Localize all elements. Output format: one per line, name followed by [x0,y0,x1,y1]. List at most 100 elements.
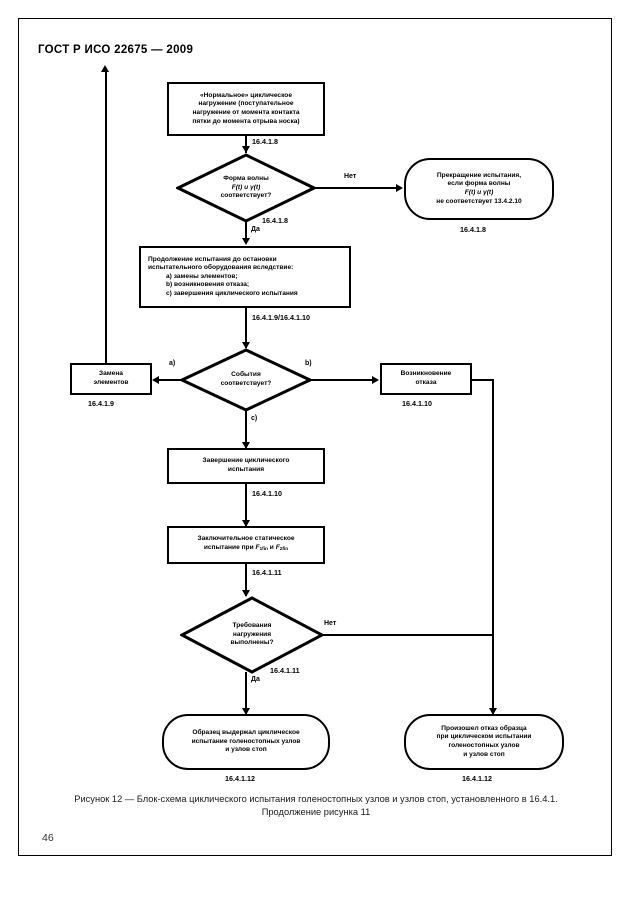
edge-label-yes-loading: Да [251,676,260,683]
node-line: элементов [93,379,129,386]
node-line: если форма волны [447,180,511,188]
connector-2 [245,308,247,348]
ref-label-cyclic-test-complete: 16.4.1.10 [252,489,282,498]
node-line: отказа [415,379,437,386]
node-waveform-check[interactable]: Форма волны F(t) и γ(t) соответствует? [176,153,316,223]
branch-yes-arrow-icon [242,238,250,245]
node-specimen-passed[interactable]: Образец выдержал циклическое испытание г… [162,714,330,770]
node-line: соответствует? [220,380,272,387]
edge-label-b: b) [305,360,312,367]
ref-label-specimen-failed: 16.4.1.12 [462,774,492,783]
ref-label-specimen-passed: 16.4.1.12 [225,774,255,783]
node-line: Завершение циклического [202,457,290,465]
connector-3-arrow-icon [242,520,250,527]
ref-label-continue-test: 16.4.1.9/16.4.1.10 [252,313,310,322]
feedback-arrow-up-icon [101,65,109,72]
formula-symbol-1: F [255,543,260,551]
node-test-termination[interactable]: Прекращение испытания, если форма волны … [404,158,554,220]
connector-1 [245,136,247,153]
node-line: Форма волны [223,175,269,183]
diamond-shape [180,596,324,674]
edge-label-c: c) [251,415,258,422]
failure-route-h [470,379,494,381]
node-line: Произошел отказ образца [441,724,527,732]
node-failure-occurred[interactable]: Возникновение отказа [380,363,472,395]
node-final-static-test[interactable]: Заключительное статическое испытание при… [167,526,325,564]
node-line-formula: F(t) и γ(t) [464,189,494,196]
node-line: голеностопных узлов [448,742,520,749]
feedback-line-vertical [105,72,107,380]
formula-sub-2: 2fin [279,547,289,553]
edge-label-yes-waveform: Да [251,226,260,233]
figure-caption: Рисунок 12 — Блок-схема циклического исп… [36,793,596,819]
node-line: События [231,371,261,379]
failure-route-arrow-icon [489,708,497,715]
page-frame [18,18,612,856]
node-list-item: b) возникновения отказа; [166,281,250,289]
connector-4-arrow-icon [242,590,250,597]
node-line: при циклическом испытании [436,733,532,741]
formula-conj: и [267,543,276,551]
formula-prefix: испытание при [203,543,256,551]
branch-yes-line-waveform [245,221,247,243]
formula-symbol-2: F [275,543,280,551]
connector-2-arrow-icon [242,342,250,349]
node-loading-requirements[interactable]: Требования нагружения выполнены? [180,596,324,674]
node-replace-components[interactable]: Замена элементов [70,363,152,395]
edge-label-a: a) [169,360,176,367]
node-line: испытательного оборудования вследствие: [148,264,294,272]
node-line: Заключительное статическое [197,535,295,543]
branch-b-arrow-icon [372,376,379,384]
node-line: нагружение от момента контакта [192,109,300,116]
node-line: испытания [227,466,265,473]
node-line-formula: испытание при F1fin и F2fin [197,544,294,555]
connector-4 [245,564,247,596]
ref-label-final-static-test: 16.4.1.11 [252,568,282,577]
page-number: 46 [42,832,54,844]
ref-label-loading-requirements: 16.4.1.11 [270,666,300,675]
node-label: События соответствует? [196,348,296,412]
node-line: выполнены? [230,639,274,647]
standard-header: ГОСТ Р ИСО 22675 — 2009 [38,44,194,56]
branch-no-arrow-icon [396,184,403,192]
branch-c-arrow-icon [242,442,250,449]
node-normal-cyclic-loading[interactable]: «Нормальное» циклическое нагружение (пос… [167,82,325,136]
node-line: нагружения [232,630,272,638]
node-line: Замена [98,370,123,378]
connector-1-arrow-icon [242,146,250,153]
node-line: Прекращение испытания, [436,171,522,179]
ref-label-test-termination: 16.4.1.8 [460,225,486,234]
node-cyclic-test-complete[interactable]: Завершение циклического испытания [167,448,325,484]
branch-c-line [245,410,247,448]
node-continue-test[interactable]: Продолжение испытания до остановки испыт… [139,246,351,308]
node-line: Возникновение [400,370,452,378]
node-label: Требования нагружения выполнены? [197,596,306,674]
node-line: не соответствует 13.4.2.10 [436,197,522,205]
failure-route-v [492,379,494,714]
branch-b-line [310,379,376,381]
node-line: и узлов стоп [225,746,267,754]
branch-no-line-waveform [314,187,400,189]
branch-yes-loading-arrow-icon [242,708,250,715]
node-specimen-failed[interactable]: Произошел отказ образца при циклическом … [404,714,564,770]
node-list-item: c) завершения циклического испытания [166,289,298,297]
node-event-match[interactable]: События соответствует? [180,348,312,412]
caption-line-1: Рисунок 12 — Блок-схема циклического исп… [74,794,558,804]
ref-label-normal-cyclic-loading: 16.4.1.8 [252,137,278,146]
ref-label-failure-occurred: 16.4.1.10 [402,399,432,408]
edge-label-no-loading: Нет [324,620,337,627]
node-line: пятки до момента отрыва носка) [192,117,300,125]
formula-sub-1: 1fin [259,547,268,553]
branch-a-line [157,379,184,381]
node-line: Продолжение испытания до остановки [148,255,277,263]
node-line: нагружение (поступательное [198,100,294,108]
node-line: испытание голеностопных узлов [191,737,301,745]
node-line-formula: F(t) и γ(t) [231,183,261,191]
node-line: «Нормальное» циклическое [200,91,292,99]
node-line: Образец выдержал циклическое [192,729,300,737]
connector-3 [245,484,247,526]
node-line: Требования [232,622,272,630]
node-label: Форма волны F(t) и γ(t) соответствует? [193,153,299,223]
caption-line-2: Продолжение рисунка 11 [261,807,371,817]
